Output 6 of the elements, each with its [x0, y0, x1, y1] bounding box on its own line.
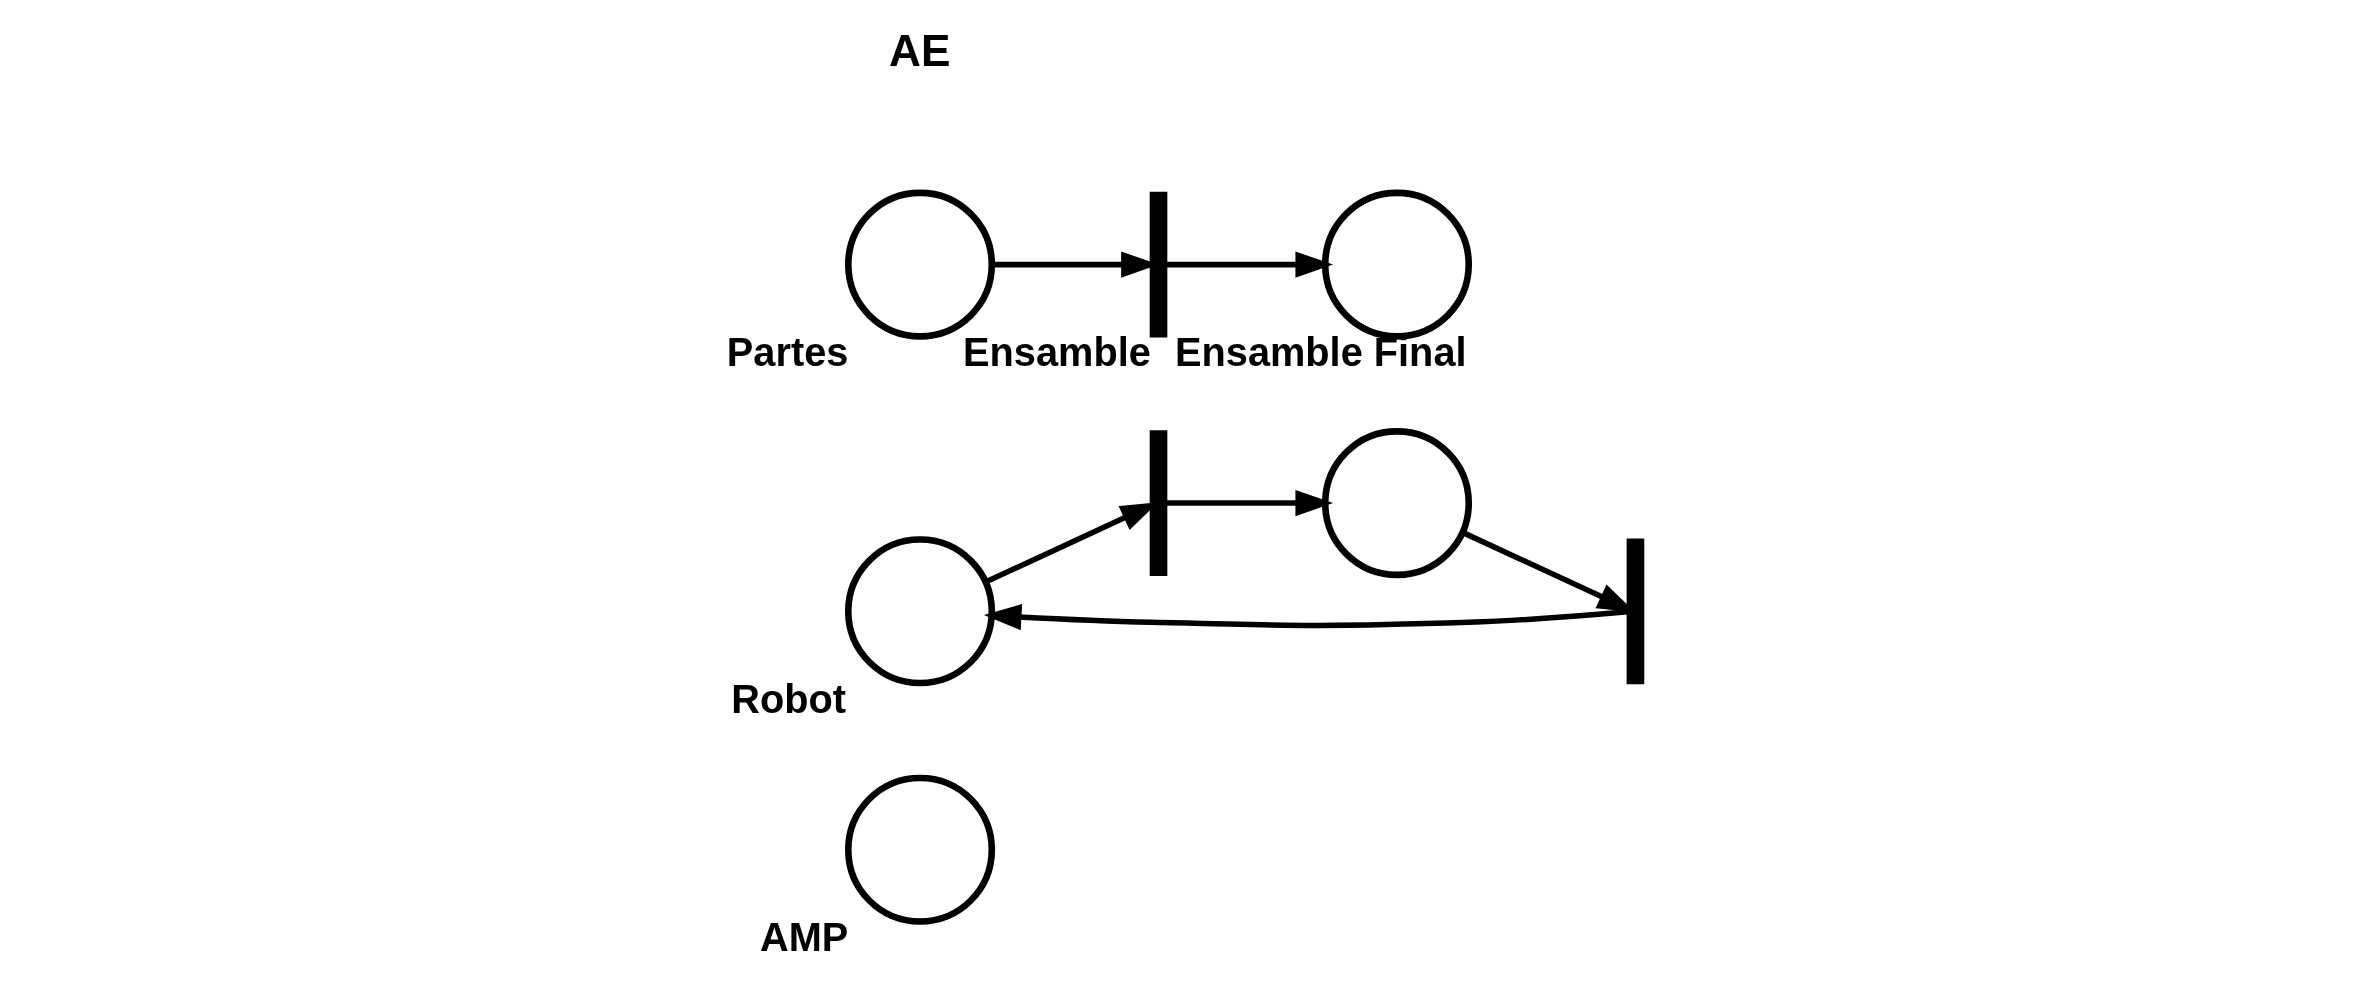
- node-label: AMP: [759, 915, 849, 960]
- node-label: Robot: [731, 676, 846, 721]
- node-label: Ensamble Final: [1175, 329, 1467, 374]
- node-label: Ensamble: [963, 329, 1151, 374]
- node-label: Partes: [726, 329, 849, 374]
- label: AE: [889, 25, 951, 75]
